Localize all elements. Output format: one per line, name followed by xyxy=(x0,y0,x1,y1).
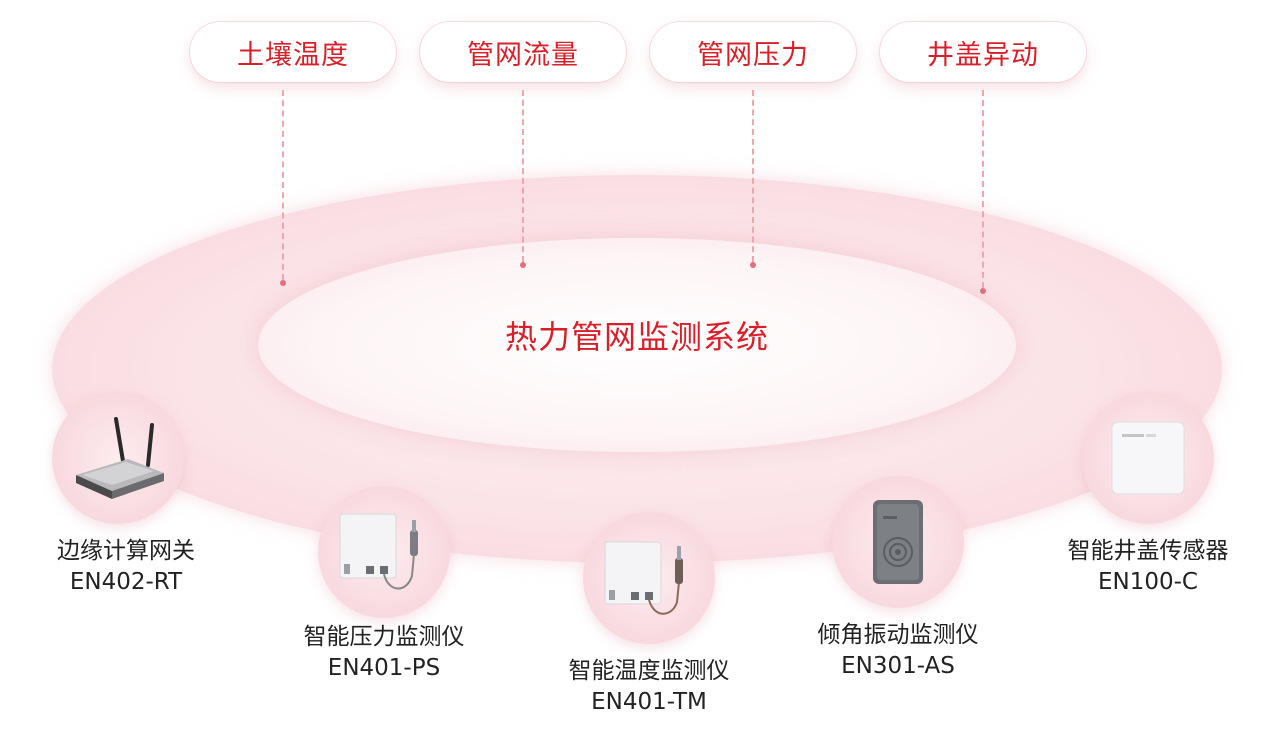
device-bubble-gateway[interactable] xyxy=(52,392,184,524)
category-label: 土壤温度 xyxy=(237,39,349,71)
category-label: 管网压力 xyxy=(697,39,809,71)
device-label-vibration: 倾角振动监测仪 EN301-AS xyxy=(778,620,1018,682)
device-name: 智能压力监测仪 xyxy=(303,624,465,650)
category-pill-soil-temperature[interactable]: 土壤温度 xyxy=(190,22,396,82)
device-model: EN401-TM xyxy=(591,689,707,715)
device-name: 智能温度监测仪 xyxy=(568,658,730,684)
device-bubble-vibration[interactable] xyxy=(832,476,964,608)
device-name: 倾角振动监测仪 xyxy=(817,622,979,648)
device-label-temperature: 智能温度监测仪 EN401-TM xyxy=(529,656,769,718)
connector-dot xyxy=(750,262,756,268)
category-label: 管网流量 xyxy=(467,39,579,71)
device-model: EN301-AS xyxy=(841,653,955,679)
gateway-router-icon xyxy=(76,417,164,499)
system-title: 热力管网监测系统 xyxy=(504,318,769,356)
device-label-gateway: 边缘计算网关 EN402-RT xyxy=(6,536,246,598)
device-bubble-manhole[interactable] xyxy=(1082,392,1214,524)
device-label-pressure: 智能压力监测仪 EN401-PS xyxy=(264,622,504,684)
category-label: 井盖异动 xyxy=(927,39,1039,71)
device-name: 智能井盖传感器 xyxy=(1067,538,1229,564)
category-pill-manhole-movement[interactable]: 井盖异动 xyxy=(880,22,1086,82)
connector-line xyxy=(282,90,284,280)
device-model: EN100-C xyxy=(1098,569,1198,595)
connector-line xyxy=(752,90,754,262)
device-name: 边缘计算网关 xyxy=(57,538,195,564)
connector-line xyxy=(522,90,524,262)
device-model: EN401-PS xyxy=(327,655,441,681)
connector-dot xyxy=(280,280,286,286)
connector-dot xyxy=(980,288,986,294)
device-model: EN402-RT xyxy=(69,569,183,595)
category-pill-pipe-pressure[interactable]: 管网压力 xyxy=(650,22,856,82)
connector-dot xyxy=(520,262,526,268)
manhole-sensor-icon xyxy=(1111,421,1185,495)
device-label-manhole: 智能井盖传感器 EN100-C xyxy=(1028,536,1265,598)
category-pill-pipe-flow[interactable]: 管网流量 xyxy=(420,22,626,82)
pressure-sensor-icon xyxy=(339,513,418,590)
device-bubble-pressure[interactable] xyxy=(318,486,450,618)
device-bubble-temperature[interactable] xyxy=(583,512,715,644)
inner-ring xyxy=(258,238,1016,452)
vibration-sensor-icon xyxy=(873,500,923,584)
connector-line xyxy=(982,90,984,288)
temperature-sensor-icon xyxy=(604,541,683,615)
